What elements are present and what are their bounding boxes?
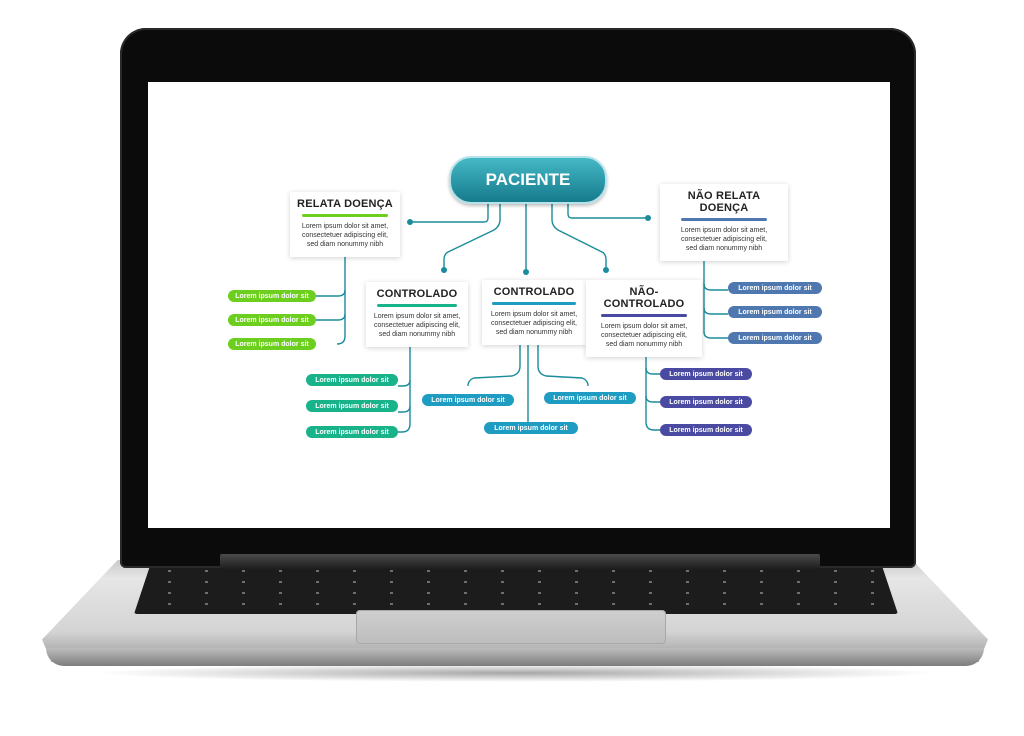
laptop-hinge bbox=[220, 554, 820, 570]
card-accent-bar bbox=[601, 314, 687, 317]
card-accent-bar bbox=[302, 214, 388, 217]
pill-item: Lorem ipsum dolor sit bbox=[728, 282, 822, 294]
card-relata-doenca: RELATA DOENÇA Lorem ipsum dolor sit amet… bbox=[290, 192, 400, 257]
pill-item: Lorem ipsum dolor sit bbox=[228, 290, 316, 302]
card-controlado: CONTROLADO Lorem ipsum dolor sit amet, c… bbox=[366, 282, 468, 347]
card-text: sed diam nonummy nibh bbox=[378, 331, 456, 338]
card-text: Lorem ipsum dolor sit amet, bbox=[490, 311, 578, 318]
card-text: Lorem ipsum dolor sit amet, bbox=[600, 323, 688, 330]
card-text: sed diam nonummy nibh bbox=[685, 245, 763, 252]
connector-dot bbox=[645, 215, 651, 221]
laptop-screen: PACIENTE RELATA DOENÇA Lorem ipsum dolor… bbox=[148, 82, 890, 528]
pill-item: Lorem ipsum dolor sit bbox=[228, 314, 316, 326]
root-node: PACIENTE bbox=[449, 156, 607, 204]
pill-item: Lorem ipsum dolor sit bbox=[728, 332, 822, 344]
pill-item: Lorem ipsum dolor sit bbox=[484, 422, 578, 434]
card-text: consectetuer adipiscing elit, bbox=[302, 232, 388, 239]
card-text: Lorem ipsum dolor sit amet, bbox=[680, 227, 768, 234]
pill-item: Lorem ipsum dolor sit bbox=[660, 424, 752, 436]
card-text: Lorem ipsum dolor sit amet, bbox=[373, 313, 461, 320]
card-nao-relata-doenca: NÃO RELATA DOENÇA Lorem ipsum dolor sit … bbox=[660, 184, 788, 261]
card-text: consectetuer adipiscing elit, bbox=[374, 322, 460, 329]
card-accent-bar bbox=[377, 304, 457, 307]
card-text: consectetuer adipiscing elit, bbox=[681, 236, 767, 243]
card-title: CONTROLADO bbox=[376, 288, 458, 300]
connector-dot bbox=[441, 267, 447, 273]
laptop-base-edge bbox=[46, 648, 984, 666]
card-text: sed diam nonummy nibh bbox=[306, 241, 384, 248]
card-text: consectetuer adipiscing elit, bbox=[491, 320, 577, 327]
connector-dot bbox=[407, 219, 413, 225]
card-controlado: CONTROLADO Lorem ipsum dolor sit amet, c… bbox=[482, 280, 586, 345]
pill-item: Lorem ipsum dolor sit bbox=[660, 368, 752, 380]
card-accent-bar bbox=[681, 218, 767, 221]
connector-dot bbox=[603, 267, 609, 273]
laptop-shadow bbox=[90, 664, 940, 682]
card-text: sed diam nonummy nibh bbox=[495, 329, 573, 336]
card-title: NÃO RELATA DOENÇA bbox=[687, 190, 761, 214]
root-label: PACIENTE bbox=[485, 170, 571, 189]
card-accent-bar bbox=[492, 302, 576, 305]
laptop-trackpad bbox=[356, 610, 666, 644]
pill-item: Lorem ipsum dolor sit bbox=[422, 394, 514, 406]
laptop-keyboard bbox=[134, 568, 898, 614]
card-text: Lorem ipsum dolor sit amet, bbox=[301, 223, 389, 230]
connector-dot bbox=[523, 269, 529, 275]
pill-item: Lorem ipsum dolor sit bbox=[544, 392, 636, 404]
pill-item: Lorem ipsum dolor sit bbox=[306, 374, 398, 386]
pill-item: Lorem ipsum dolor sit bbox=[306, 426, 398, 438]
card-title: NÃO-CONTROLADO bbox=[603, 286, 685, 310]
card-text: consectetuer adipiscing elit, bbox=[601, 332, 687, 339]
pill-item: Lorem ipsum dolor sit bbox=[728, 306, 822, 318]
pill-item: Lorem ipsum dolor sit bbox=[228, 338, 316, 350]
card-title: RELATA DOENÇA bbox=[297, 198, 393, 210]
connector-lines bbox=[316, 198, 728, 433]
card-title: CONTROLADO bbox=[493, 286, 575, 298]
card-nao-controlado: NÃO-CONTROLADO Lorem ipsum dolor sit ame… bbox=[586, 280, 702, 357]
pill-item: Lorem ipsum dolor sit bbox=[306, 400, 398, 412]
card-text: sed diam nonummy nibh bbox=[605, 341, 683, 348]
pill-item: Lorem ipsum dolor sit bbox=[660, 396, 752, 408]
